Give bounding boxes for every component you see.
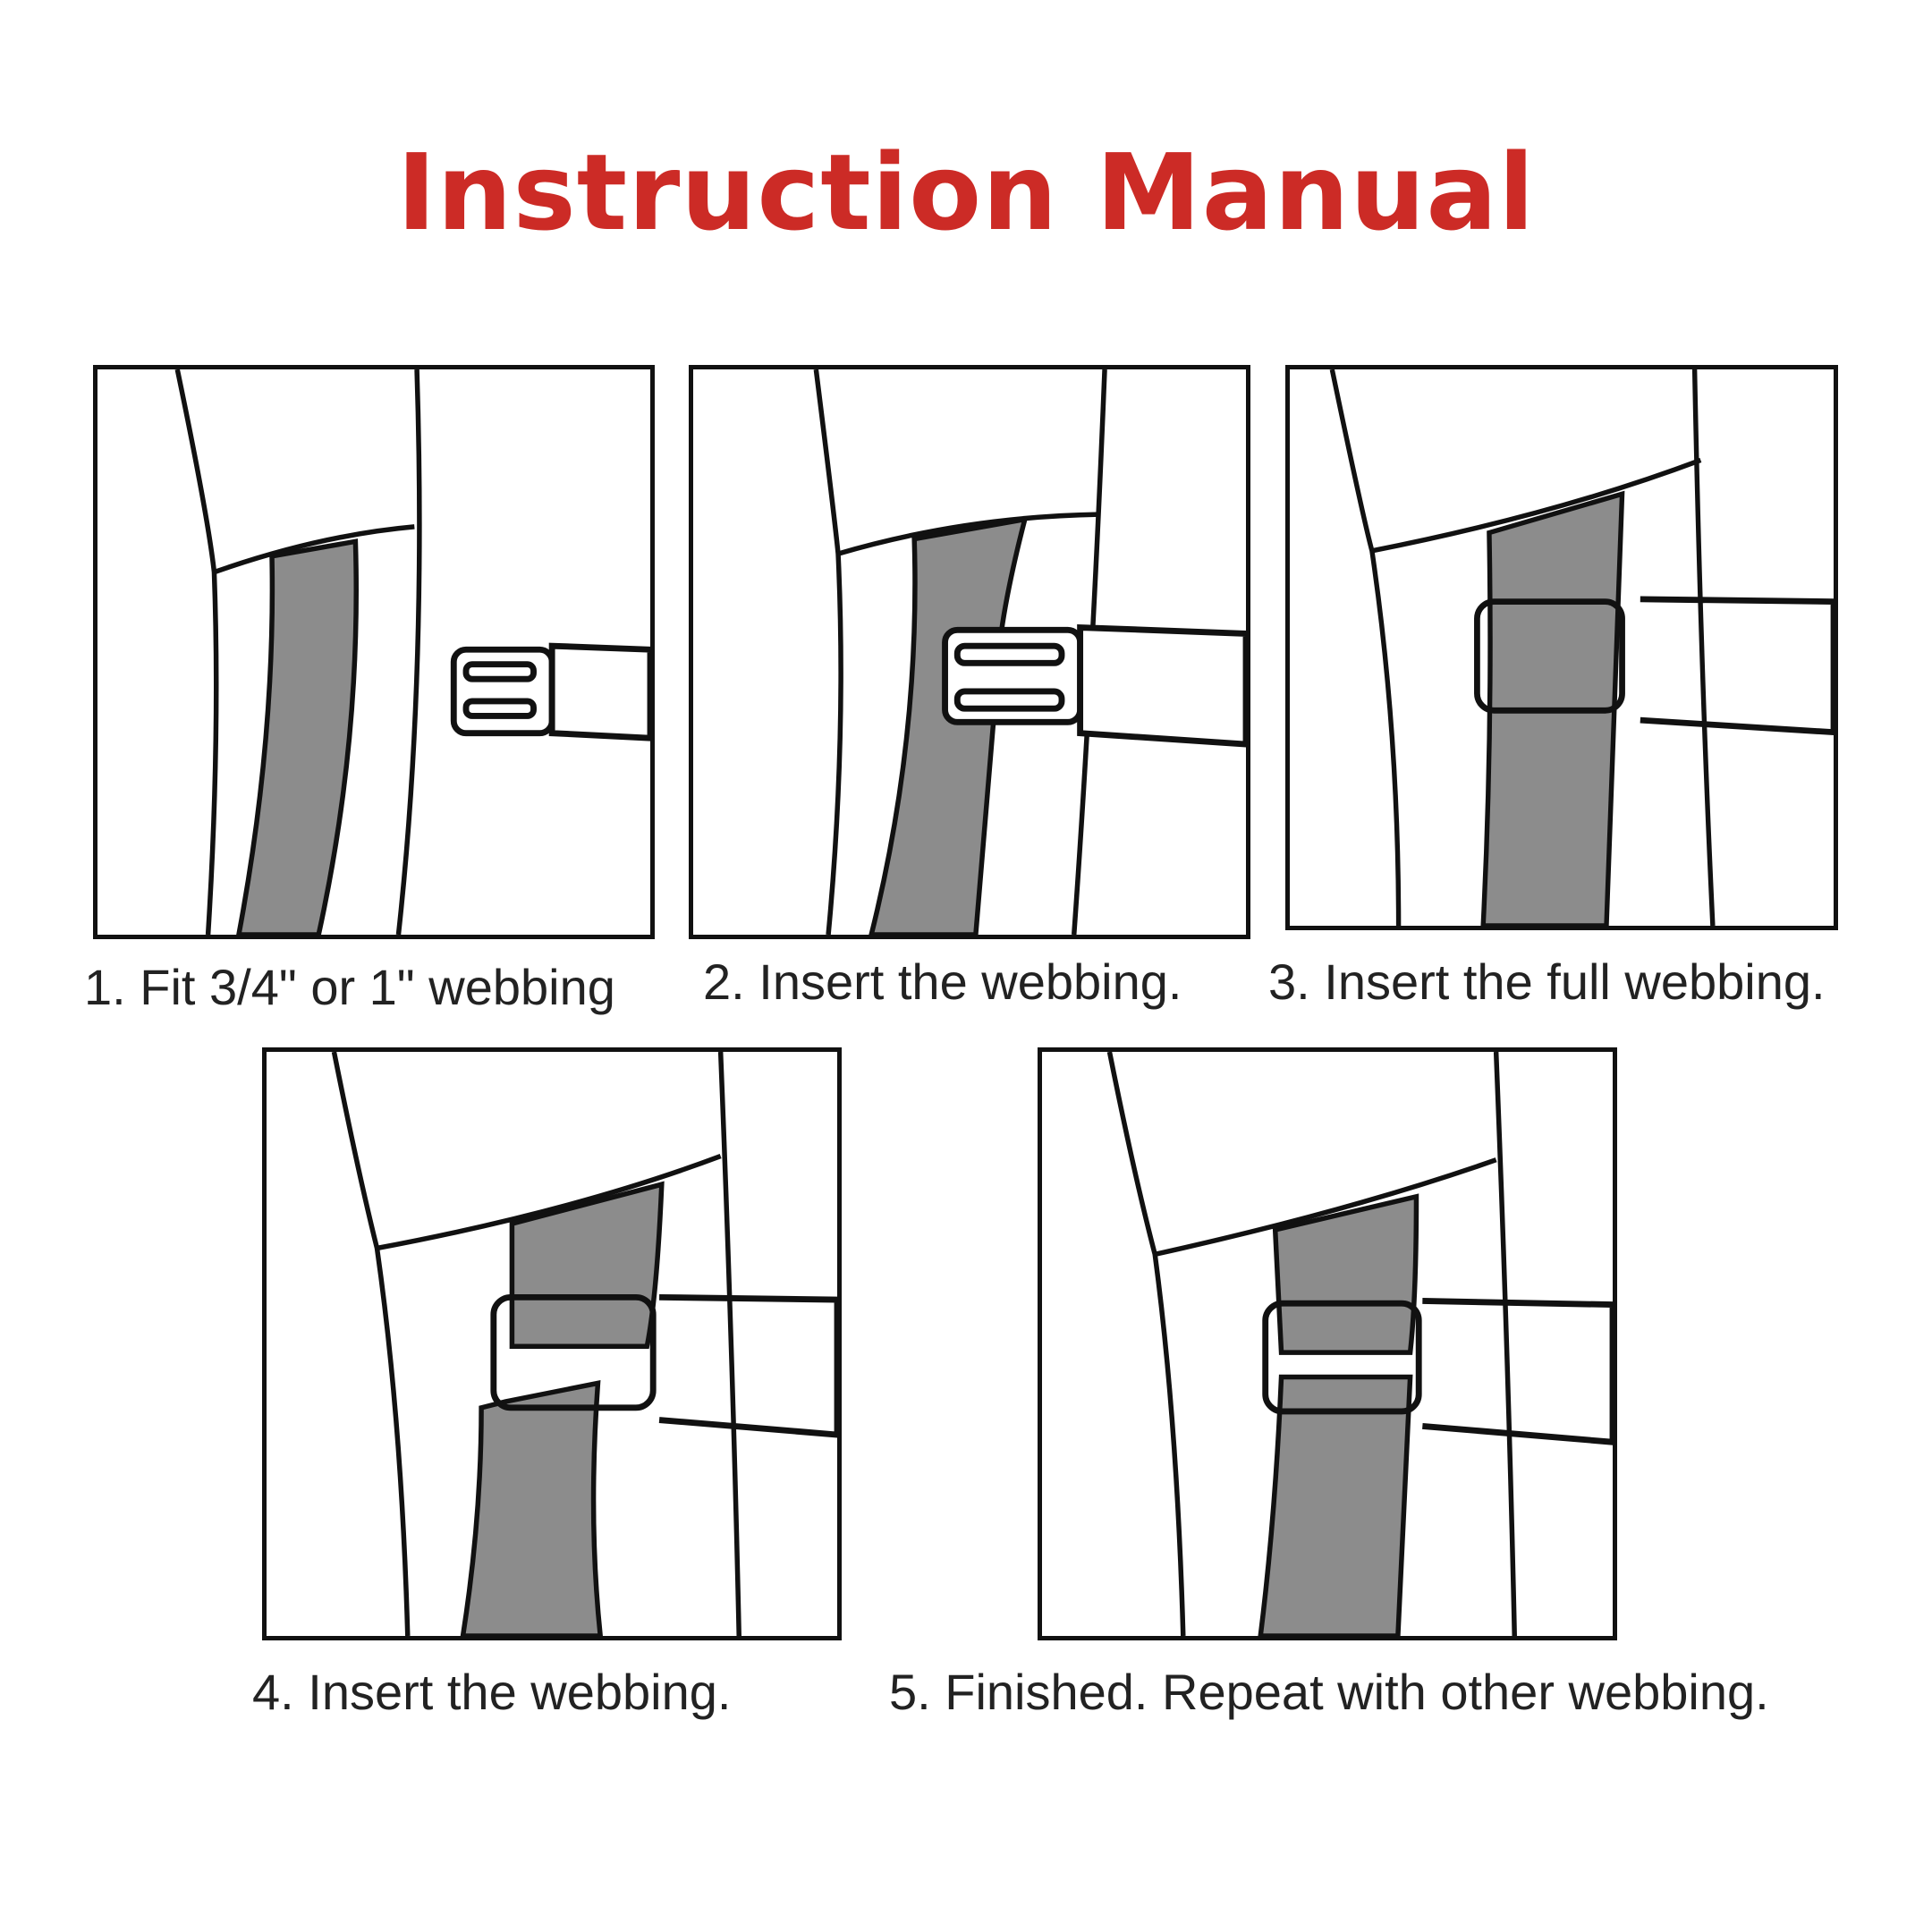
buckle-icon — [1474, 596, 1834, 736]
step-5-caption: 5. Finished. Repeat with other webbing. — [889, 1664, 1769, 1720]
page-title: Instruction Manual — [396, 131, 1536, 254]
step-2-caption: 2. Insert the webbing. — [703, 953, 1182, 1010]
step-1-illustration — [93, 365, 655, 939]
buckle-icon — [1262, 1298, 1613, 1445]
step-4-illustration — [262, 1047, 842, 1640]
step-3-caption: 3. Insert the full webbing. — [1268, 953, 1826, 1010]
buckle-icon — [942, 623, 1246, 748]
step-2-illustration — [689, 365, 1250, 939]
step-1-caption: 1. Fit 3/4" or 1" webbing — [84, 959, 615, 1015]
step-4-caption: 4. Insert the webbing. — [252, 1664, 732, 1720]
buckle-icon — [490, 1293, 837, 1438]
buckle-icon — [450, 642, 650, 741]
step-3-illustration — [1285, 365, 1838, 930]
step-5-illustration — [1038, 1047, 1617, 1640]
